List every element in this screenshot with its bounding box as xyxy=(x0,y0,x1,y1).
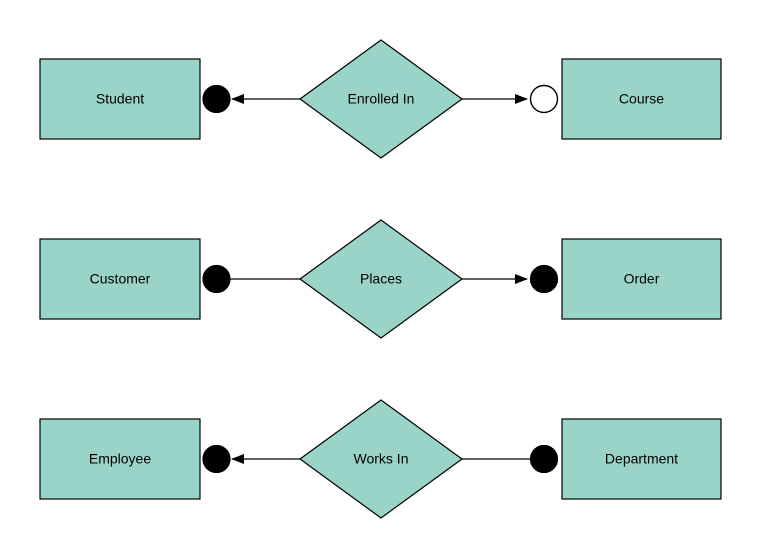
relationship-label-works-in: Works In xyxy=(354,451,409,467)
relationship-label-places: Places xyxy=(360,271,402,287)
er-row-customer-order: Customer Places Order xyxy=(39,219,722,339)
arrowhead-right xyxy=(515,274,528,284)
entity-box-course[interactable] xyxy=(561,58,722,140)
terminal-filled-circle[interactable] xyxy=(529,264,559,294)
arrowhead-right xyxy=(515,94,528,104)
entity-box-customer[interactable] xyxy=(39,238,201,320)
terminal-filled-circle[interactable] xyxy=(202,264,231,294)
er-row-employee-department: Employee Works In Department xyxy=(39,399,722,519)
er-row-student-course: Student Enrolled In Course xyxy=(39,39,722,159)
arrowhead-left xyxy=(231,454,244,464)
terminal-filled-circle[interactable] xyxy=(202,84,231,114)
entity-label-course: Course xyxy=(619,91,664,107)
terminal-open-circle[interactable] xyxy=(529,84,559,114)
entity-label-employee: Employee xyxy=(89,451,151,467)
entity-box-employee[interactable] xyxy=(39,418,201,500)
arrowhead-left xyxy=(231,94,244,104)
entity-label-department: Department xyxy=(605,451,678,467)
relationship-label-enrolled-in: Enrolled In xyxy=(348,91,415,107)
entity-box-department[interactable] xyxy=(561,418,722,500)
entity-box-student[interactable] xyxy=(39,58,201,140)
entity-box-order[interactable] xyxy=(561,238,722,320)
entity-label-student: Student xyxy=(96,91,144,107)
entity-label-customer: Customer xyxy=(90,271,151,287)
terminal-filled-circle[interactable] xyxy=(202,444,231,474)
terminal-filled-circle[interactable] xyxy=(529,444,559,474)
entity-label-order: Order xyxy=(624,271,660,287)
